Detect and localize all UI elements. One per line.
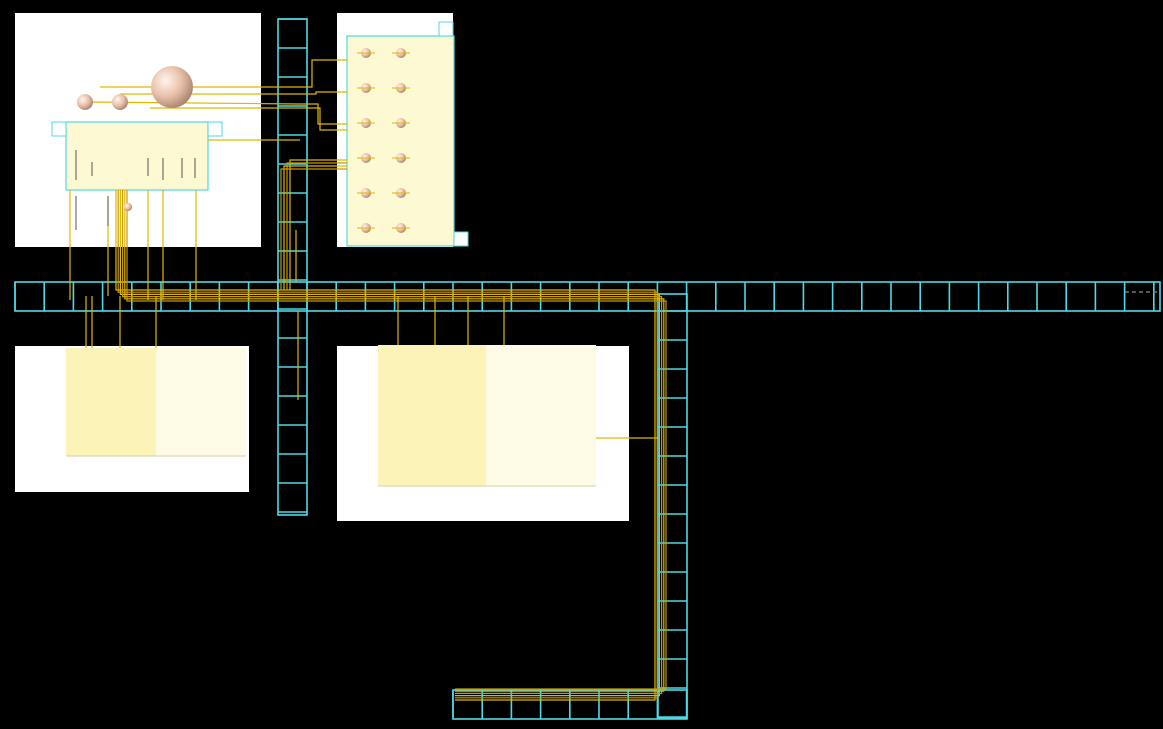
terminal-icon[interactable] xyxy=(357,83,375,93)
terminal-icon[interactable] xyxy=(392,83,410,93)
valve-icon[interactable] xyxy=(124,203,132,211)
cable xyxy=(286,162,347,290)
cable xyxy=(120,91,347,95)
panel-control[interactable] xyxy=(51,121,223,191)
cables xyxy=(69,59,1160,701)
terminal-icon[interactable] xyxy=(357,118,375,128)
cabinet-right[interactable] xyxy=(378,345,596,487)
terminal-icon[interactable] xyxy=(392,188,410,198)
terminal-icon[interactable] xyxy=(357,153,375,163)
terminal-icon[interactable] xyxy=(357,48,375,58)
cable xyxy=(84,101,347,125)
terminal-icon[interactable] xyxy=(392,153,410,163)
cable xyxy=(124,190,665,692)
cable xyxy=(289,159,347,290)
cable xyxy=(280,168,347,290)
cable xyxy=(117,190,658,699)
cable-trays xyxy=(14,18,1161,720)
terminal-icon[interactable] xyxy=(392,223,410,233)
cable xyxy=(121,190,663,695)
cable xyxy=(119,190,661,697)
cable xyxy=(126,190,667,690)
equipment xyxy=(77,66,193,211)
terminal-icon[interactable] xyxy=(357,223,375,233)
terminal-icon[interactable] xyxy=(392,118,410,128)
cabinets xyxy=(66,345,596,487)
terminal-icon[interactable] xyxy=(357,188,375,198)
terminal-icons xyxy=(357,48,410,233)
small-tank-icon[interactable] xyxy=(112,94,128,110)
panel-terminal[interactable] xyxy=(346,21,469,247)
small-tank-icon[interactable] xyxy=(77,94,93,110)
cabinet-left[interactable] xyxy=(66,348,246,457)
cable xyxy=(283,165,347,290)
tray-right-vertical xyxy=(657,293,688,719)
cable xyxy=(150,107,347,131)
cable xyxy=(115,190,656,701)
terminal-icon[interactable] xyxy=(392,48,410,58)
panel-control-internals xyxy=(75,150,196,230)
sphere-tank-icon[interactable] xyxy=(151,66,193,108)
cable xyxy=(100,59,347,88)
